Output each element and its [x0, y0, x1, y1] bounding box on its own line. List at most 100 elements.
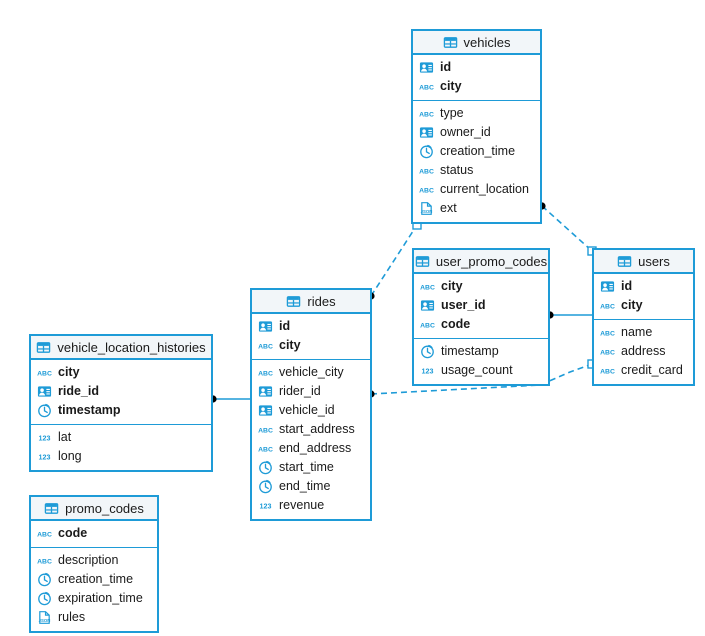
abc-icon: ABC: [258, 365, 273, 380]
clock-icon: [420, 344, 435, 359]
column-field[interactable]: ABC status: [413, 161, 540, 180]
relationship-line: [370, 224, 418, 297]
abc-icon: ABC: [420, 317, 435, 332]
column-field[interactable]: start_time: [252, 458, 370, 477]
primary-key-field[interactable]: user_id: [414, 296, 548, 315]
field-label: end_address: [279, 441, 352, 456]
abc-icon: ABC: [258, 441, 273, 456]
clock-icon: [37, 572, 52, 587]
json-file-icon: JSON: [419, 201, 434, 216]
field-label: revenue: [279, 498, 325, 513]
primary-key-field[interactable]: id: [413, 58, 540, 77]
column-field[interactable]: creation_time: [413, 142, 540, 161]
clock-icon: [258, 479, 273, 494]
entity-header-vehicles[interactable]: vehicles: [413, 31, 540, 55]
column-field[interactable]: 123 revenue: [252, 496, 370, 515]
clock-icon: [258, 460, 273, 475]
entity-title: user_promo_codes: [435, 253, 548, 269]
entity-header-promo_codes[interactable]: promo_codes: [31, 497, 157, 521]
primary-key-field[interactable]: id: [594, 277, 693, 296]
svg-text:ABC: ABC: [419, 84, 434, 91]
field-label: start_address: [279, 422, 355, 437]
field-label: city: [279, 338, 301, 353]
abc-icon: ABC: [600, 298, 615, 313]
abc-icon: ABC: [37, 365, 52, 380]
field-label: long: [58, 449, 82, 464]
123-icon: 123: [420, 363, 435, 378]
id-card-icon: [420, 298, 435, 313]
123-icon: 123: [258, 498, 273, 513]
entity-header-user_promo_codes[interactable]: user_promo_codes: [414, 250, 548, 274]
field-label: rules: [58, 610, 86, 625]
field-label: city: [440, 79, 462, 94]
svg-text:ABC: ABC: [37, 531, 52, 538]
column-field[interactable]: owner_id: [413, 123, 540, 142]
column-field[interactable]: creation_time: [31, 570, 157, 589]
relationship-user-promo-codes-to-users[interactable]: [546, 311, 592, 319]
column-field[interactable]: ABC vehicle_city: [252, 363, 370, 382]
primary-key-field[interactable]: id: [252, 317, 370, 336]
field-label: vehicle_id: [279, 403, 335, 418]
abc-icon: ABC: [419, 79, 434, 94]
primary-key-field[interactable]: ride_id: [31, 382, 211, 401]
field-label: creation_time: [58, 572, 134, 587]
abc-icon: ABC: [600, 363, 615, 378]
svg-text:ABC: ABC: [258, 427, 273, 434]
field-label: status: [440, 163, 474, 178]
field-label: name: [621, 325, 653, 340]
primary-key-field[interactable]: timestamp: [31, 401, 211, 420]
entity-title: vehicles: [463, 34, 511, 50]
primary-key-field[interactable]: ABC city: [413, 77, 540, 96]
svg-text:ABC: ABC: [258, 370, 273, 377]
entity-header-users[interactable]: users: [594, 250, 693, 274]
entity-header-rides[interactable]: rides: [252, 290, 370, 314]
column-field[interactable]: timestamp: [414, 342, 548, 361]
entity-header-vehicle_location_histories[interactable]: vehicle_location_histories: [31, 336, 211, 360]
relationship-line: [541, 205, 593, 252]
column-field[interactable]: ABC start_address: [252, 420, 370, 439]
svg-text:ABC: ABC: [37, 558, 52, 565]
id-card-icon: [37, 384, 52, 399]
column-field[interactable]: ABC end_address: [252, 439, 370, 458]
column-field[interactable]: end_time: [252, 477, 370, 496]
field-label: vehicle_city: [279, 365, 344, 380]
primary-key-field[interactable]: ABC code: [414, 315, 548, 334]
svg-text:ABC: ABC: [600, 368, 615, 375]
column-field[interactable]: vehicle_id: [252, 401, 370, 420]
field-label: creation_time: [440, 144, 516, 159]
abc-icon: ABC: [37, 526, 52, 541]
abc-icon: ABC: [419, 163, 434, 178]
relationship-vehicle-location-histories-to-rides[interactable]: [209, 395, 250, 403]
column-field[interactable]: expiration_time: [31, 589, 157, 608]
column-field[interactable]: rider_id: [252, 382, 370, 401]
svg-text:ABC: ABC: [419, 111, 434, 118]
field-label: code: [441, 317, 471, 332]
svg-text:123: 123: [39, 434, 51, 442]
